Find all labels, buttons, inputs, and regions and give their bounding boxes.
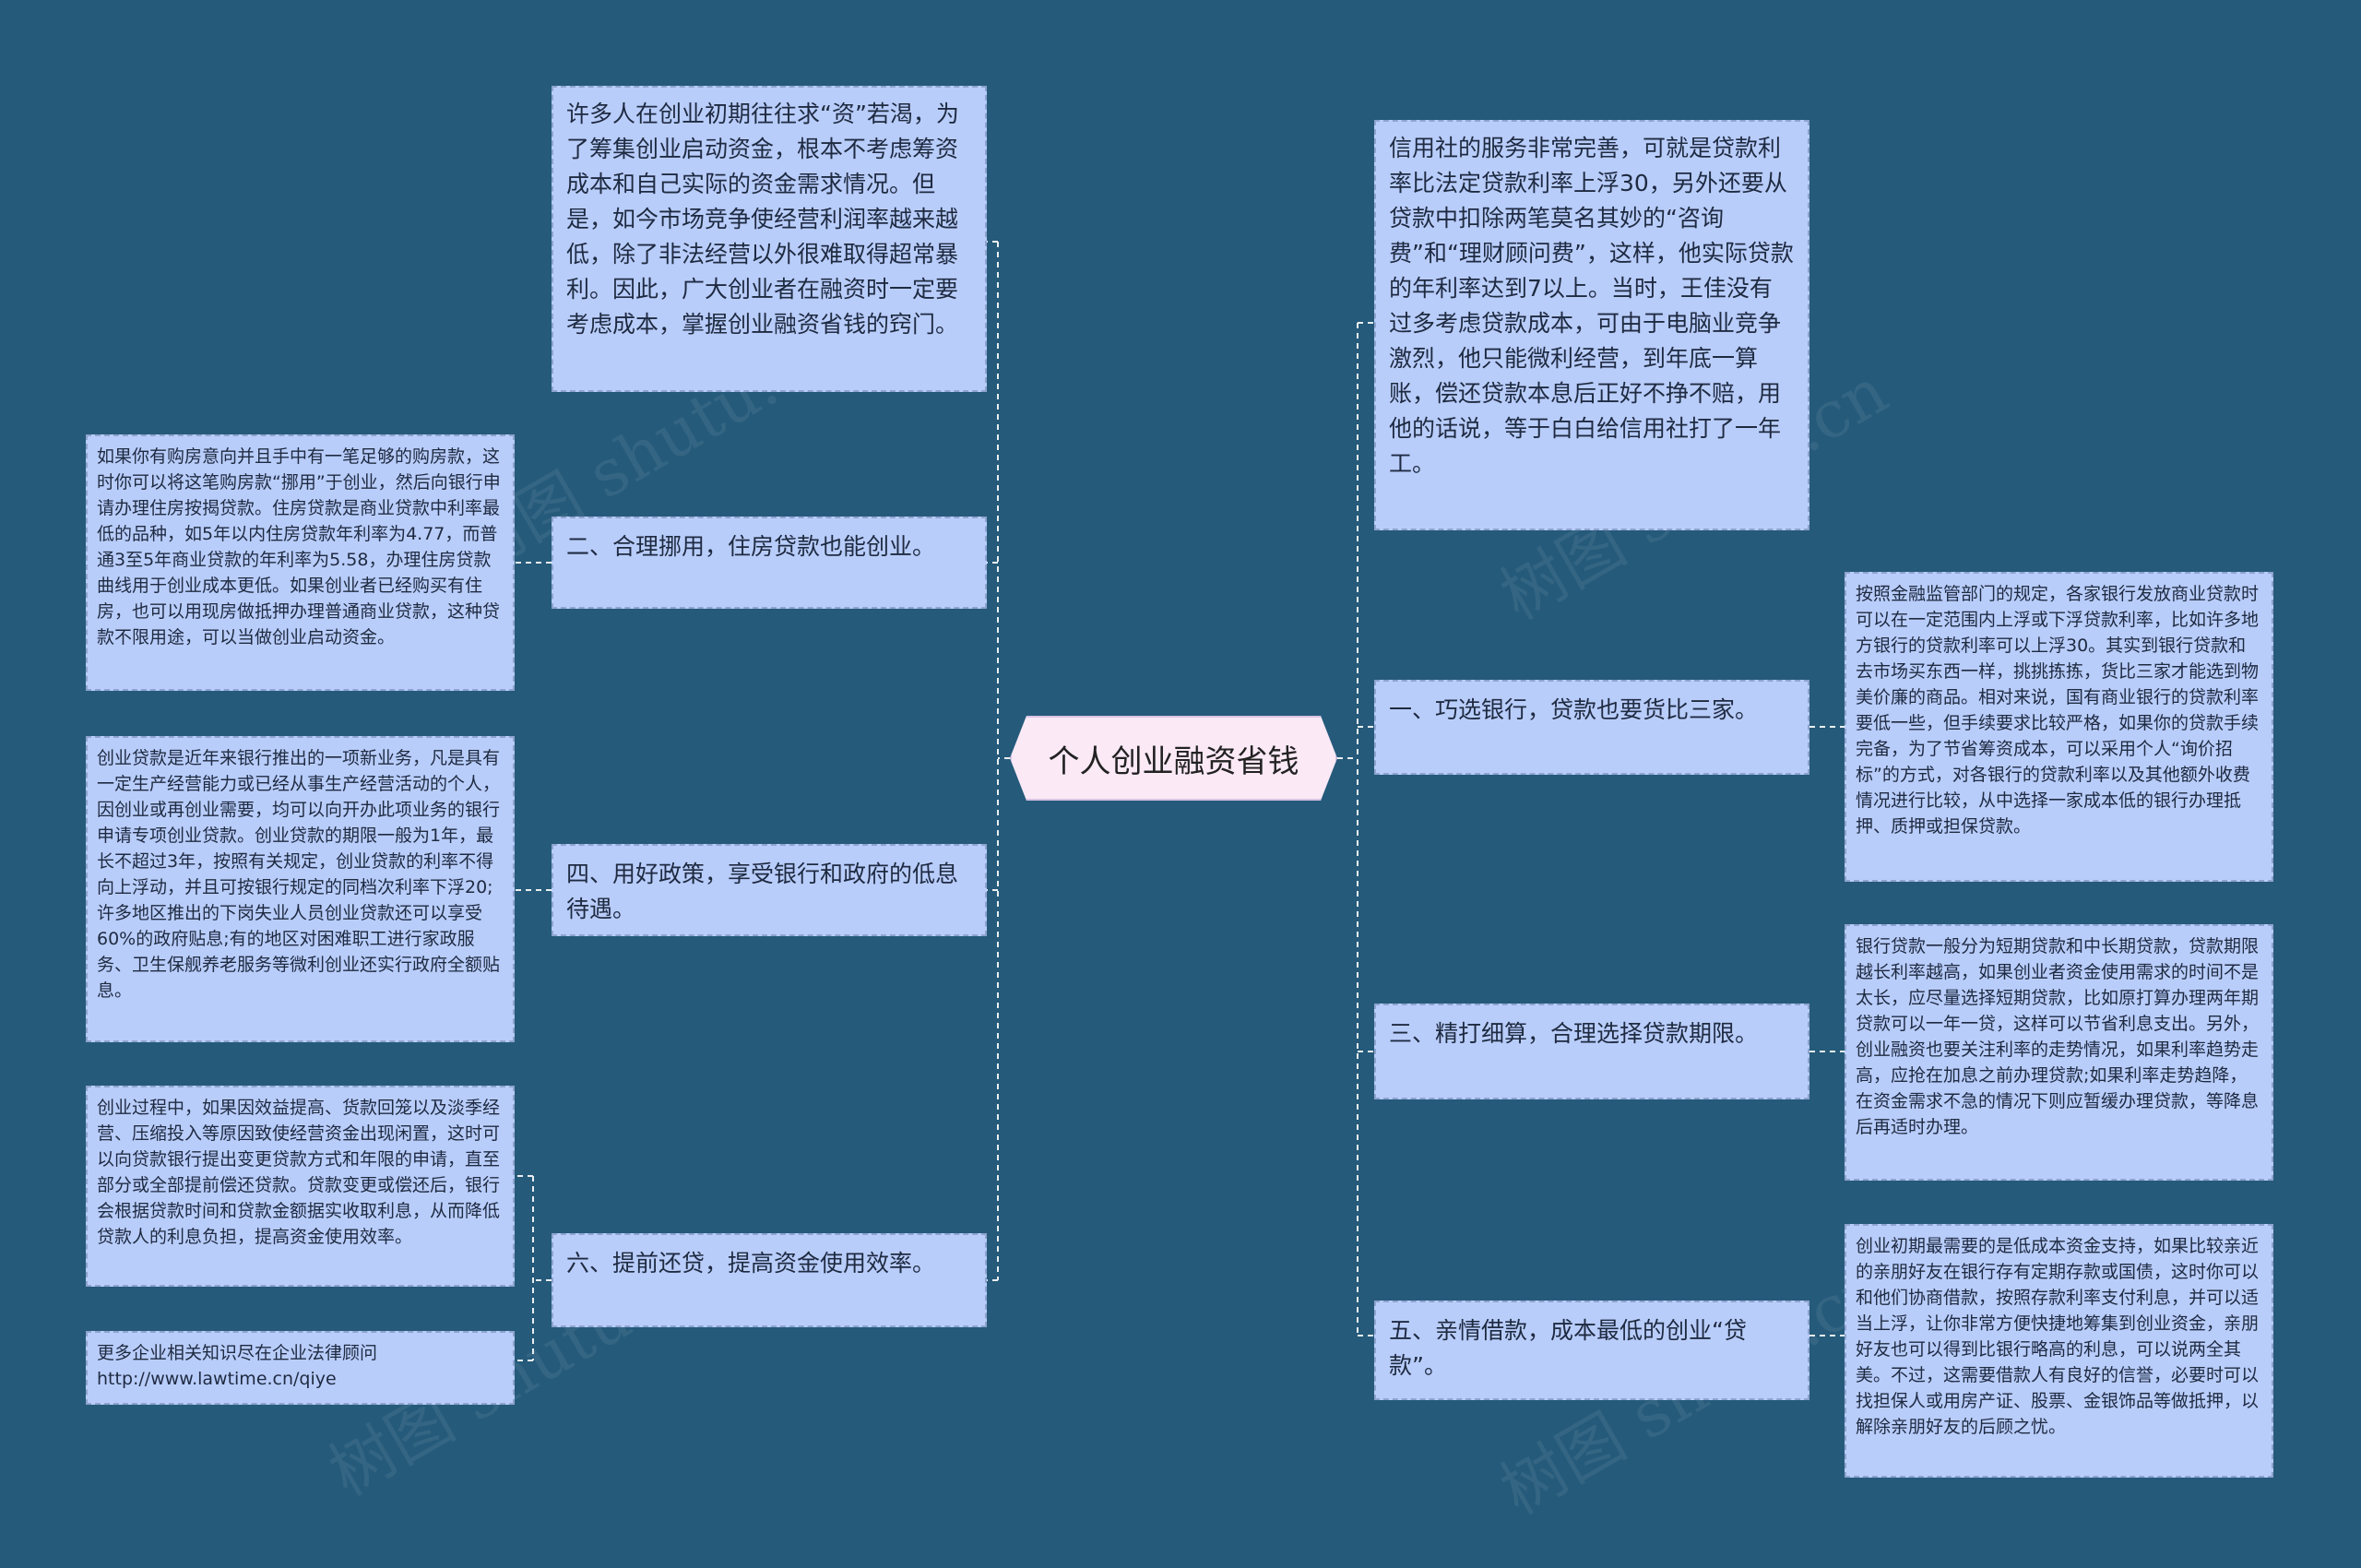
branch-6-node[interactable]: 六、提前还贷，提高资金使用效率。: [552, 1233, 987, 1327]
branch-4-detail[interactable]: 创业贷款是近年来银行推出的一项新业务，凡是具有一定生产经营能力或已经从事生产经营…: [86, 736, 515, 1042]
branch-6-detail[interactable]: 创业过程中，如果因效益提高、货款回笼以及淡季经营、压缩投入等原因致使经营资金出现…: [86, 1086, 515, 1287]
right-intro-node[interactable]: 信用社的服务非常完善，可就是贷款利率比法定贷款利率上浮30，另外还要从贷款中扣除…: [1374, 120, 1809, 530]
branch-3-detail[interactable]: 银行贷款一般分为短期贷款和中长期贷款，贷款期限越长利率越高，如果创业者资金使用需…: [1845, 924, 2273, 1181]
central-topic-label: 个人创业融资省钱: [1048, 742, 1299, 780]
left-intro-node[interactable]: 许多人在创业初期往往求“资”若渴，为了筹集创业启动资金，根本不考虑筹资成本和自己…: [552, 86, 987, 392]
branch-1-node[interactable]: 一、巧选银行，贷款也要货比三家。: [1374, 680, 1809, 775]
branch-5-detail[interactable]: 创业初期最需要的是低成本资金支持，如果比较亲近的亲朋好友在银行存有定期存款或国债…: [1845, 1224, 2273, 1478]
branch-1-detail[interactable]: 按照金融监管部门的规定，各家银行发放商业贷款时可以在一定范围内上浮或下浮贷款利率…: [1845, 572, 2273, 882]
more-info-node[interactable]: 更多企业相关知识尽在企业法律顾问http://www.lawtime.cn/qi…: [86, 1331, 515, 1405]
branch-3-node[interactable]: 三、精打细算，合理选择贷款期限。: [1374, 1004, 1809, 1099]
central-topic[interactable]: 个人创业融资省钱: [1010, 716, 1337, 801]
branch-5-node[interactable]: 五、亲情借款，成本最低的创业“贷款”。: [1374, 1301, 1809, 1400]
branch-2-node[interactable]: 二、合理挪用，住房贷款也能创业。: [552, 517, 987, 609]
link-b6-trunk: [532, 1176, 552, 1360]
branch-2-detail[interactable]: 如果你有购房意向并且手中有一笔足够的购房款，这时你可以将这笔购房款“挪用”于创业…: [86, 434, 515, 691]
branch-4-node[interactable]: 四、用好政策，享受银行和政府的低息待遇。: [552, 844, 987, 936]
